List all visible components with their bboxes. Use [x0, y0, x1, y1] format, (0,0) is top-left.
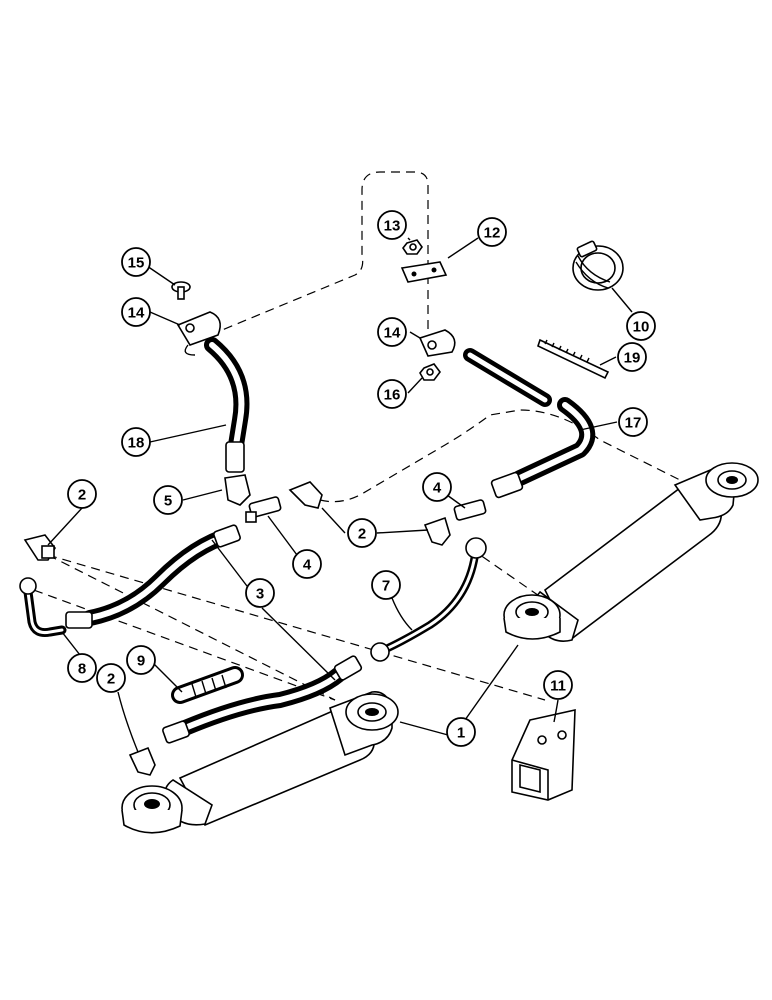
cable-tie-19 [537, 338, 610, 380]
callout-2-center: 2 [347, 518, 377, 548]
elbow-fitting-2-left [23, 534, 56, 561]
svg-text:2: 2 [78, 487, 86, 504]
svg-text:9: 9 [137, 653, 145, 670]
svg-text:7: 7 [382, 578, 390, 595]
svg-text:17: 17 [625, 415, 642, 432]
protective-sleeve-9 [171, 666, 244, 704]
svg-text:4: 4 [303, 557, 312, 574]
svg-text:12: 12 [484, 225, 501, 242]
elbow-fitting-2-right [423, 516, 451, 546]
hose-18 [204, 337, 250, 473]
callout-7: 7 [371, 570, 401, 600]
hose-clamp-10 [572, 240, 624, 291]
svg-text:3: 3 [256, 586, 264, 603]
hose-section-upper-right [463, 348, 552, 407]
hose-17 [490, 397, 596, 499]
callout-2-left: 2 [67, 479, 97, 509]
clamp-14-right [418, 329, 456, 357]
connector-4-right [453, 499, 487, 521]
svg-text:8: 8 [78, 661, 86, 678]
callout-8: 8 [67, 653, 97, 683]
mounting-bracket-11 [511, 708, 576, 801]
callout-19: 19 [617, 342, 647, 372]
svg-text:1: 1 [457, 725, 465, 742]
callout-16: 16 [377, 379, 407, 409]
callout-14-left: 14 [121, 297, 151, 327]
upper-hydraulic-cylinder [503, 462, 759, 642]
elbow-fitting-2-bottom [128, 746, 156, 776]
bolt-15 [171, 281, 191, 300]
lower-hydraulic-cylinder [121, 691, 399, 834]
svg-text:14: 14 [384, 325, 401, 342]
svg-text:2: 2 [358, 526, 366, 543]
callout-18: 18 [121, 427, 151, 457]
svg-text:18: 18 [128, 435, 145, 452]
svg-text:10: 10 [633, 319, 650, 336]
elbow-fitting-2-top [288, 481, 323, 509]
callout-10: 10 [626, 311, 656, 341]
callout-15: 15 [121, 247, 151, 277]
bracket-plate-12 [400, 261, 448, 283]
svg-text:16: 16 [384, 387, 401, 404]
svg-text:19: 19 [624, 350, 641, 367]
callout-13: 13 [377, 210, 407, 240]
nut-16 [419, 363, 441, 381]
hose-3-lower [162, 655, 363, 744]
svg-text:14: 14 [128, 305, 145, 322]
clamp-14-left [176, 311, 221, 356]
callout-12: 12 [477, 217, 507, 247]
steel-tube-7 [370, 537, 487, 662]
svg-text:11: 11 [550, 678, 566, 695]
callout-17: 17 [618, 407, 648, 437]
assembly-dashed-lines [19, 171, 681, 701]
nut-13 [402, 239, 423, 255]
callout-4-left: 4 [292, 549, 322, 579]
connector-4-left [245, 496, 282, 523]
svg-text:5: 5 [164, 493, 172, 510]
svg-text:13: 13 [384, 218, 401, 235]
callout-5: 5 [153, 485, 183, 515]
callout-14-right: 14 [377, 317, 407, 347]
svg-text:4: 4 [433, 480, 442, 497]
svg-text:15: 15 [128, 255, 145, 272]
callout-2-bottom: 2 [96, 663, 126, 693]
callout-1: 1 [446, 717, 476, 747]
hose-3-upper [65, 524, 241, 629]
callout-4-right: 4 [422, 472, 452, 502]
callout-3: 3 [245, 578, 275, 608]
callout-9: 9 [126, 645, 156, 675]
steel-tube-8 [19, 577, 67, 637]
leader-lines [47, 237, 633, 753]
elbow-fitting-5 [224, 474, 251, 506]
svg-text:2: 2 [107, 671, 115, 688]
callout-11: 11 [543, 670, 573, 700]
